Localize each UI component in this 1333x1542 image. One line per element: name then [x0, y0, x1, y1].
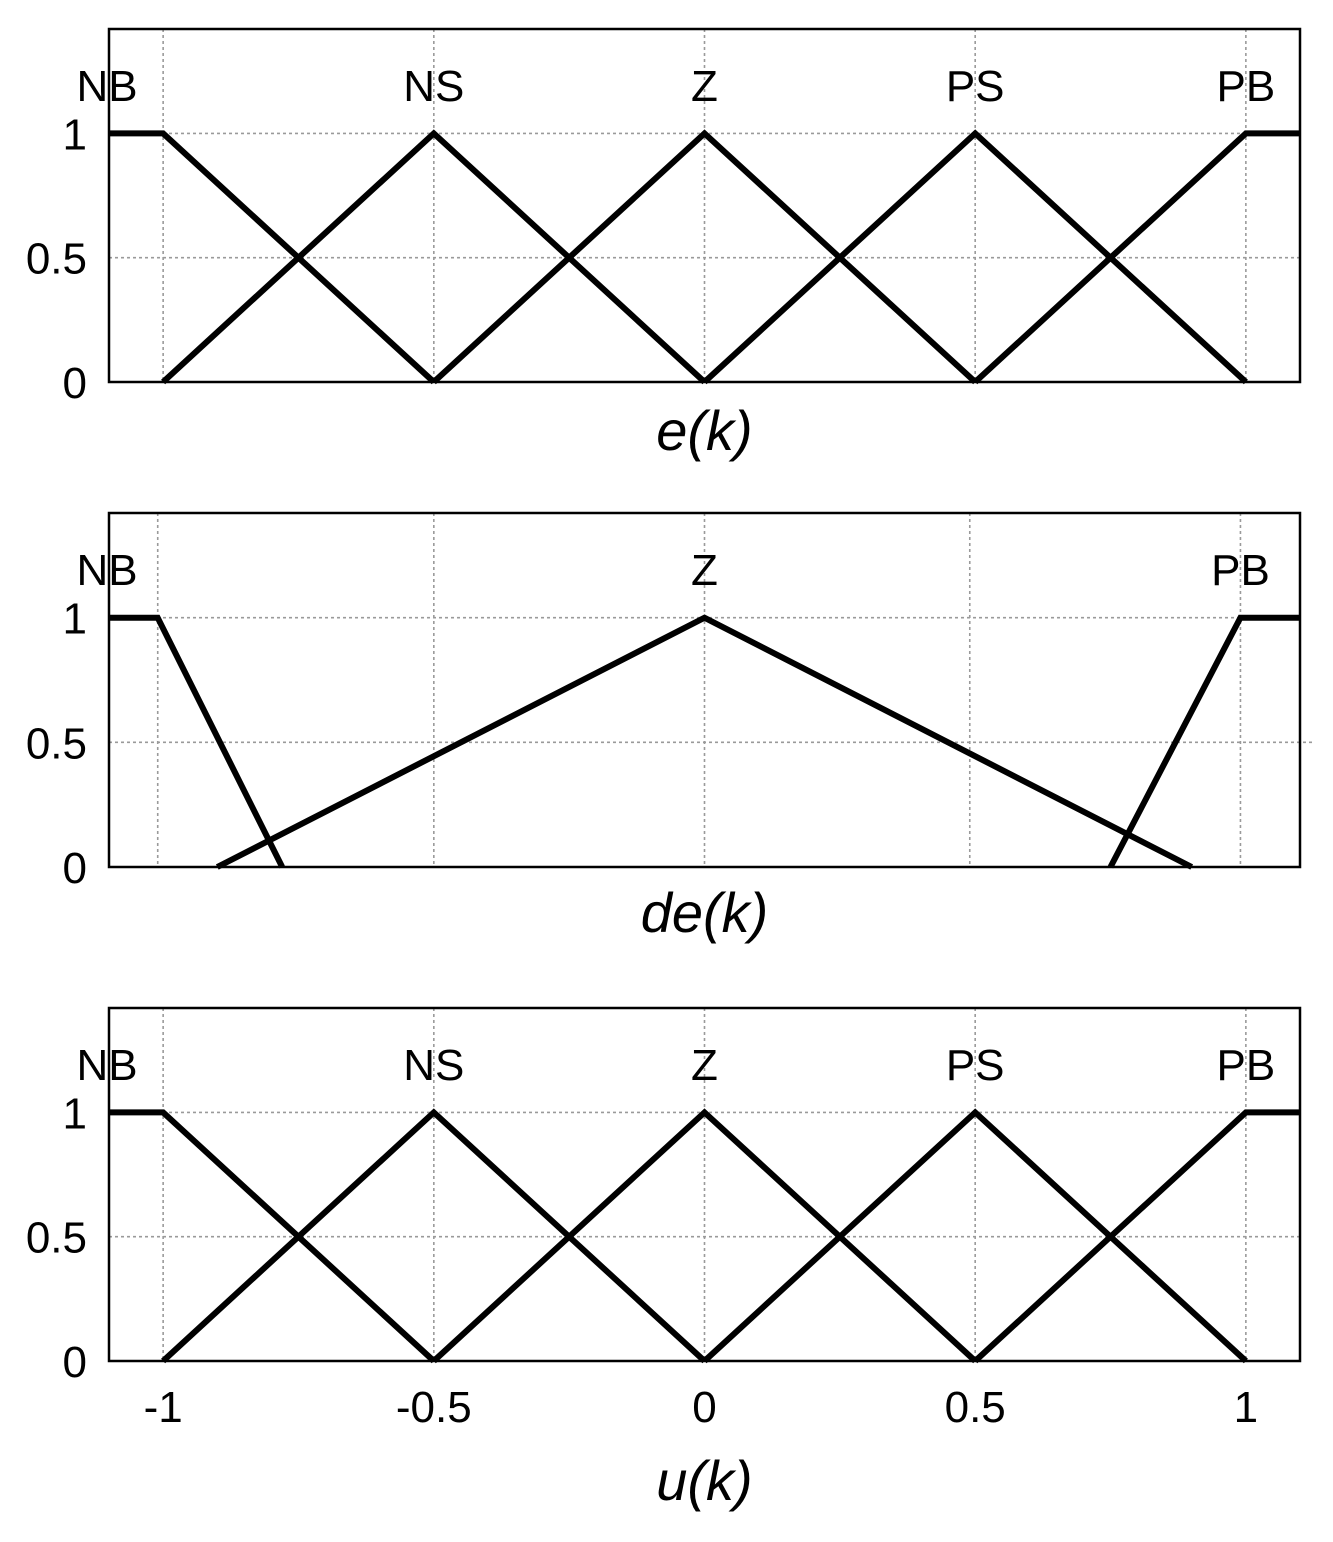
- mf-pb: [1107, 614, 1300, 869]
- term-label-ps: PS: [946, 62, 1005, 111]
- x-tick-label: -1: [144, 1383, 183, 1432]
- mf-ps: [702, 1108, 1248, 1364]
- term-label-pb: PB: [1217, 62, 1276, 111]
- panel-de: 0 0.5 1NB Z PB de(k): [26, 511, 1312, 944]
- y-tick-label: 0.5: [26, 235, 87, 284]
- term-label-z: Z: [691, 62, 718, 111]
- mf-nb: [109, 1109, 436, 1364]
- mf-z: [431, 129, 978, 385]
- mf-nb: [109, 130, 436, 385]
- y-tick-label: 0.5: [26, 719, 87, 768]
- panel-e: 0 0.5 1NB NS Z PS PB e(k): [26, 27, 1302, 462]
- x-tick-label: -0.5: [396, 1383, 472, 1432]
- mf-ns: [161, 1108, 707, 1364]
- term-label-nb: NB: [76, 1041, 137, 1090]
- x-tick-label: 0: [692, 1383, 716, 1432]
- term-label-pb: PB: [1217, 1041, 1276, 1090]
- term-label-nb: NB: [76, 62, 137, 111]
- term-label-z: Z: [691, 1041, 718, 1090]
- y-tick-label: 1: [63, 595, 87, 644]
- y-tick-label: 0: [63, 844, 87, 893]
- y-tick-label: 0: [63, 359, 87, 408]
- mf-ps: [702, 129, 1248, 385]
- plot-frame: [107, 511, 1302, 869]
- term-label-ns: NS: [403, 1041, 464, 1090]
- y-tick-label: 0: [63, 1338, 87, 1387]
- x-axis-title: e(k): [656, 399, 752, 462]
- x-axis-title: de(k): [641, 881, 769, 944]
- x-tick-label: 1: [1234, 1383, 1258, 1432]
- term-label-z: Z: [691, 546, 718, 595]
- mf-pb: [973, 1109, 1300, 1364]
- term-label-nb: NB: [76, 546, 137, 595]
- y-tick-label: 1: [63, 110, 87, 159]
- x-tick-label: 0.5: [945, 1383, 1006, 1432]
- mf-pb: [973, 130, 1300, 385]
- term-label-ns: NS: [403, 62, 464, 111]
- y-tick-label: 0.5: [26, 1214, 87, 1263]
- mf-z: [215, 614, 1194, 870]
- term-label-pb: PB: [1211, 546, 1270, 595]
- term-label-ps: PS: [946, 1041, 1005, 1090]
- y-tick-label: 1: [63, 1089, 87, 1138]
- x-axis-title: u(k): [656, 1449, 752, 1512]
- mf-nb: [109, 614, 285, 869]
- mf-z: [431, 1108, 978, 1364]
- mf-ns: [161, 129, 707, 385]
